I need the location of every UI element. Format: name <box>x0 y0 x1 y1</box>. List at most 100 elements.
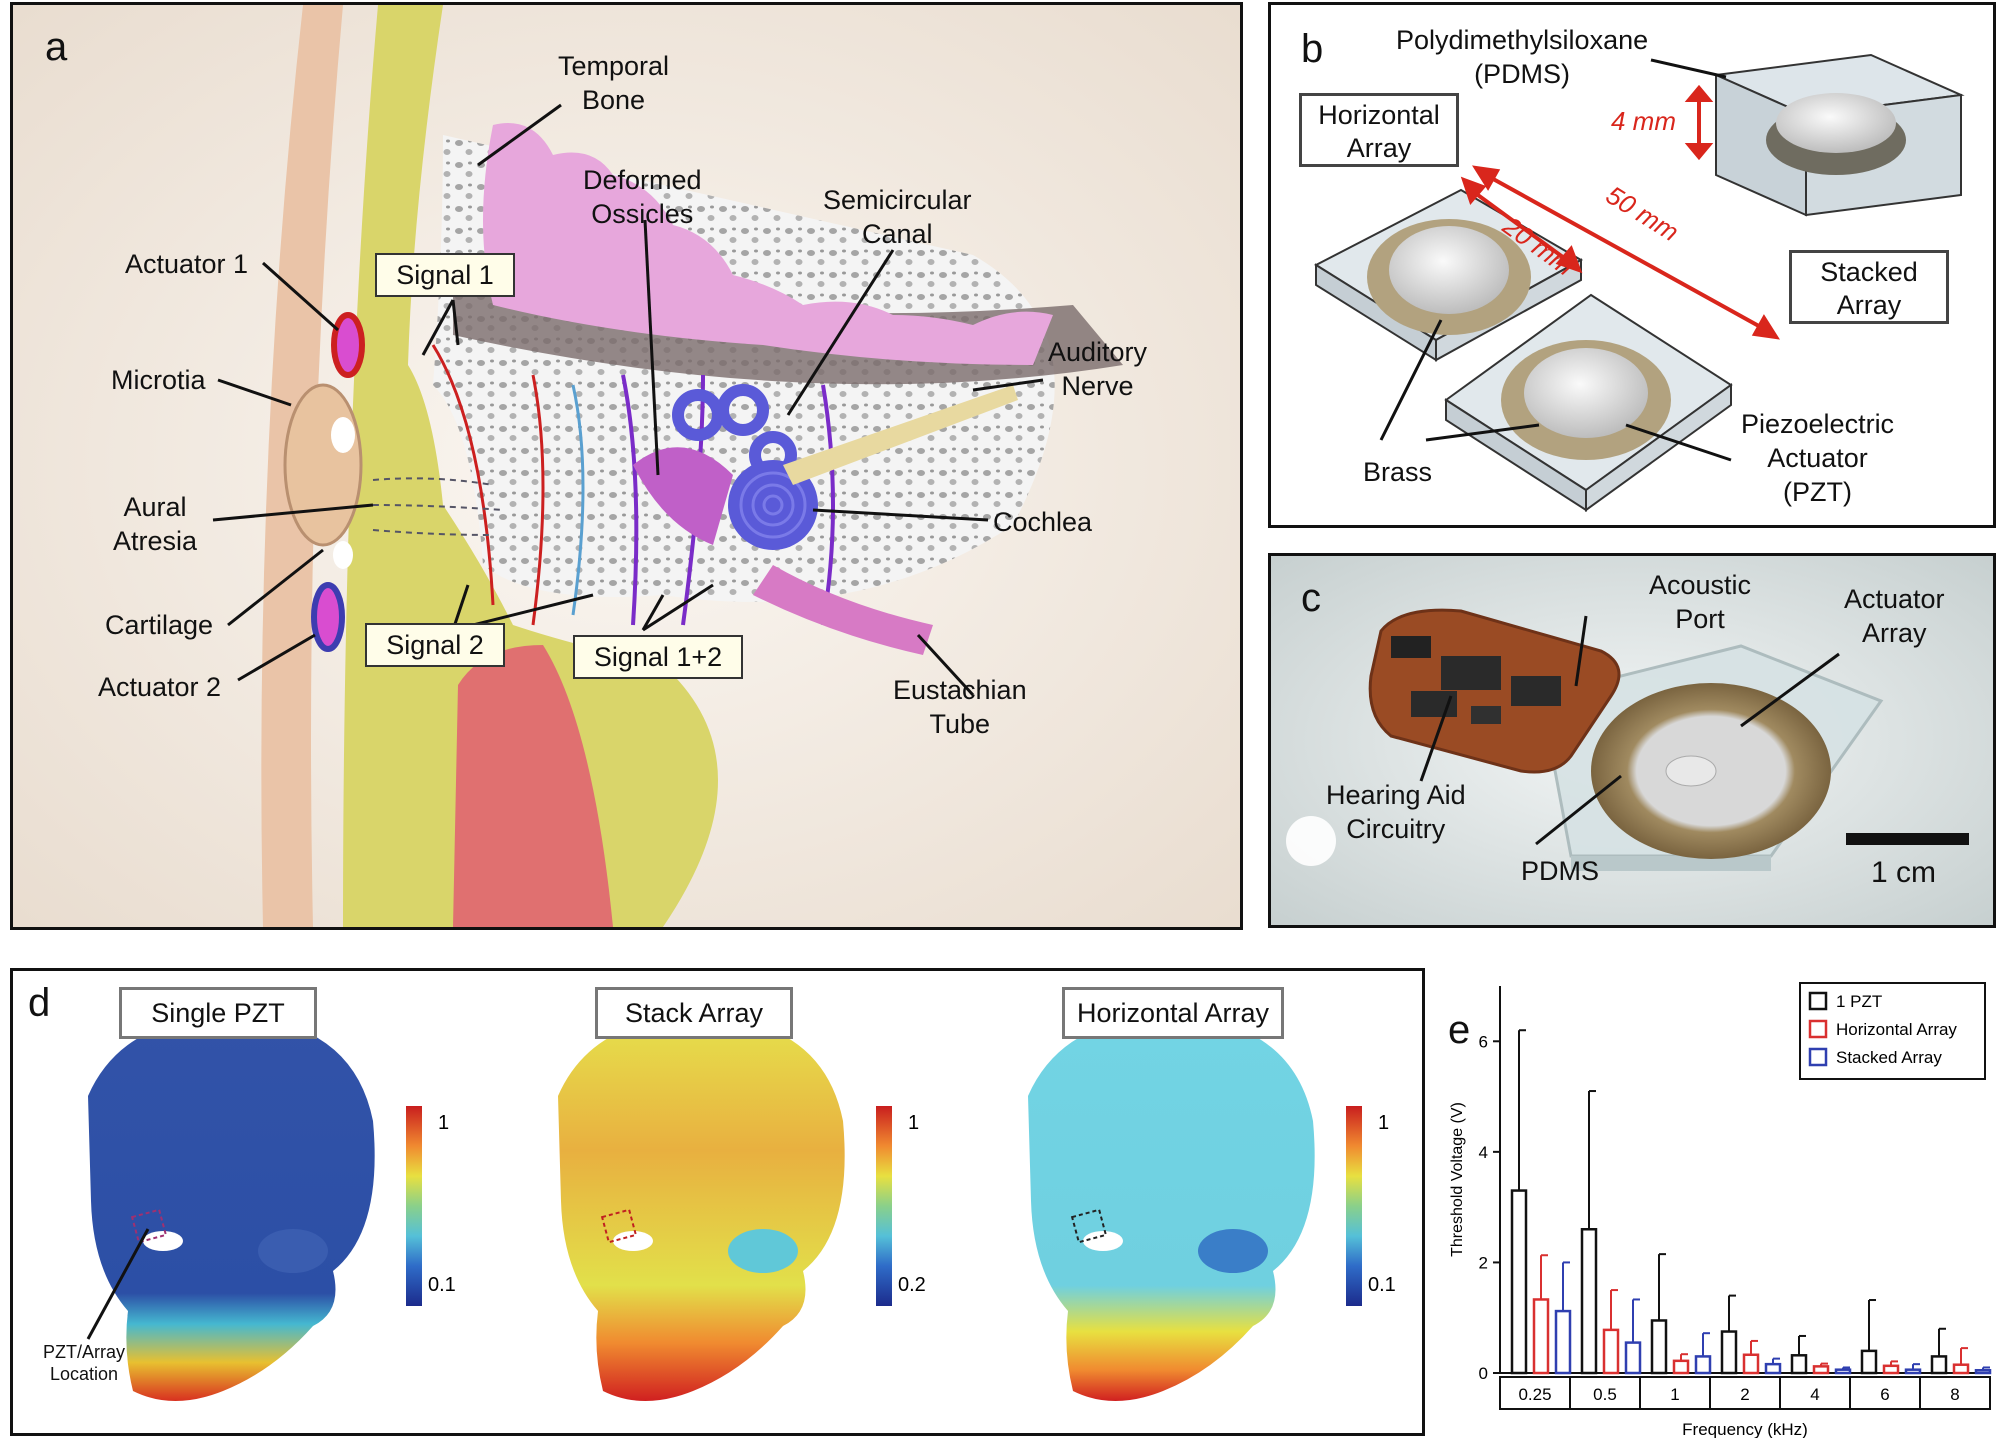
panel-c-letter: c <box>1301 576 1321 620</box>
legend-box <box>1799 982 1986 1080</box>
colorbar-1 <box>406 1106 422 1306</box>
y-tick-label: 0 <box>1479 1364 1488 1383</box>
colorbar-3-bottom: 0.1 <box>1368 1274 1396 1296</box>
skull-simulation: 1 0.1 1 0.2 1 0.1 <box>86 1016 1396 1401</box>
legend-label: Stacked Array <box>1836 1048 1942 1067</box>
bar-stacked-array <box>1554 1309 1572 1375</box>
acoustic-port-label: Acoustic Port <box>1649 568 1751 636</box>
bar-1-pzt <box>1720 1330 1738 1375</box>
panel-a-letter: a <box>45 25 68 69</box>
auditory-nerve-label: Auditory Nerve <box>1048 335 1147 403</box>
colorbar-1-bottom: 0.1 <box>428 1274 456 1296</box>
hearing-aid-label-line1: Hearing Aid <box>1326 780 1466 810</box>
eustachian-tube-label-line1: Eustachian <box>893 675 1027 705</box>
panel-d: 1 0.1 1 0.2 1 0.1 d Single PZT Stack Arr… <box>10 968 1425 1436</box>
microtia-label: Microtia <box>111 365 206 395</box>
auditory-nerve-label-line1: Auditory <box>1048 337 1148 367</box>
dim-50mm-label: 50 mm <box>1601 180 1684 248</box>
bar-1-pzt <box>1580 1228 1598 1375</box>
deformed-ossicles-label-line2: Ossicles <box>591 199 694 229</box>
scale-bar-label: 1 cm <box>1871 856 1937 889</box>
title-single-pzt: Single PZT <box>119 987 317 1039</box>
dim-4mm-label: 4 mm <box>1611 106 1676 136</box>
bar-1-pzt <box>1650 1319 1668 1375</box>
acoustic-port-label-line2: Port <box>1675 604 1725 634</box>
bar-stacked-array <box>1834 1368 1852 1375</box>
temporal-bone-label-line2: Bone <box>581 85 646 115</box>
pzt-location-label: PZT/Array Location <box>43 1341 125 1385</box>
actuator-array-label-line1: Actuator <box>1844 584 1945 614</box>
auditory-nerve-label-line2: Nerve <box>1061 371 1134 401</box>
eustachian-tube-label-line2: Tube <box>929 709 991 739</box>
horizontal-array-box-line2: Array <box>1346 133 1412 163</box>
pdms-label: Polydimethylsiloxane (PDMS) <box>1396 23 1648 91</box>
semicircular-canal-label-line2: Canal <box>861 219 933 249</box>
stacked-array-box-line2: Array <box>1836 290 1902 320</box>
panel-d-letter: d <box>28 981 51 1025</box>
stacked-array-box-line1: Stacked <box>1820 257 1918 287</box>
x-tick-label: 0.5 <box>1593 1385 1617 1404</box>
panel-b: 4 mm 20 mm 50 mm b Polydimethylsiloxane … <box>1268 2 1996 528</box>
panel-e-letter: e <box>1448 1008 1471 1052</box>
legend-swatch <box>1808 991 1828 1011</box>
brass-label: Brass <box>1363 457 1433 487</box>
y-axis-label: Threshold Voltage (V) <box>1449 1102 1466 1257</box>
colorbar-2-top: 1 <box>908 1112 919 1134</box>
pzt-label-line1: Piezoelectric <box>1741 409 1895 439</box>
bar-horizontal-array <box>1812 1365 1830 1375</box>
bar-horizontal-array <box>1672 1359 1690 1375</box>
bar-1-pzt <box>1860 1349 1878 1375</box>
signal-2-box: Signal 2 <box>365 623 505 667</box>
hearing-aid-label-line2: Circuitry <box>1346 814 1446 844</box>
title-horizontal-array: Horizontal Array <box>1062 987 1284 1039</box>
title-stack-array: Stack Array <box>595 987 793 1039</box>
legend-swatch <box>1808 1019 1828 1039</box>
semicircular-canal-label-line1: Semicircular <box>823 185 972 215</box>
colorbar-2 <box>876 1106 892 1306</box>
actuator-2-label: Actuator 2 <box>98 672 222 702</box>
bar-stacked-array <box>1764 1362 1782 1375</box>
aural-atresia-label-line1: Aural <box>123 492 187 522</box>
deformed-ossicles-label: Deformed Ossicles <box>583 163 702 231</box>
panel-a: a Temporal Bone Deformed Ossicles Semici… <box>10 2 1243 930</box>
actuator-array-diagram: 4 mm 20 mm 50 mm <box>1313 53 1965 512</box>
temporal-bone-label-line1: Temporal <box>558 51 670 81</box>
aural-atresia-label-line2: Atresia <box>113 526 198 556</box>
cartilage-label: Cartilage <box>105 610 214 640</box>
y-tick-label: 2 <box>1479 1253 1488 1272</box>
panel-b-letter: b <box>1301 27 1324 71</box>
device-photo <box>1271 556 1993 925</box>
bar-stacked-array <box>1694 1355 1712 1375</box>
pzt-label: Piezoelectric Actuator (PZT) <box>1741 407 1894 509</box>
colorbar-1-top: 1 <box>438 1112 449 1134</box>
temporal-bone-label: Temporal Bone <box>558 49 669 117</box>
bar-horizontal-array <box>1602 1328 1620 1375</box>
aural-atresia-label: Aural Atresia <box>113 490 197 558</box>
bar-stacked-array <box>1974 1368 1992 1375</box>
skull-3 <box>1028 1016 1315 1401</box>
pzt-location-label-line2: Location <box>49 1364 119 1384</box>
x-tick-label: 0.25 <box>1518 1385 1551 1404</box>
cochlea-label: Cochlea <box>993 507 1093 537</box>
eustachian-tube-label: Eustachian Tube <box>893 673 1027 741</box>
bar-1-pzt <box>1510 1189 1528 1375</box>
colorbar-3 <box>1346 1106 1362 1306</box>
colorbar-3-top: 1 <box>1378 1112 1389 1134</box>
semicircular-canal-label: Semicircular Canal <box>823 183 972 251</box>
pdms-label-line1: Polydimethylsiloxane <box>1396 25 1649 55</box>
bar-1-pzt <box>1930 1355 1948 1375</box>
x-tick-label: 8 <box>1950 1385 1959 1404</box>
bar-1-pzt <box>1790 1354 1808 1375</box>
x-category-strip <box>1499 1376 1991 1410</box>
panel-c: c Acoustic Port Actuator Array Hearing A… <box>1268 553 1996 928</box>
pzt-label-line2: Actuator <box>1767 443 1868 473</box>
bar-horizontal-array <box>1532 1298 1550 1375</box>
x-axis-label: Frequency (kHz) <box>1682 1420 1808 1438</box>
acoustic-port-label-line1: Acoustic <box>1649 570 1752 600</box>
ear-anatomy-illustration <box>13 5 1240 927</box>
signal-1-2-box: Signal 1+2 <box>573 635 743 679</box>
legend-swatch <box>1808 1047 1828 1067</box>
colorbar-2-bottom: 0.2 <box>898 1274 926 1296</box>
